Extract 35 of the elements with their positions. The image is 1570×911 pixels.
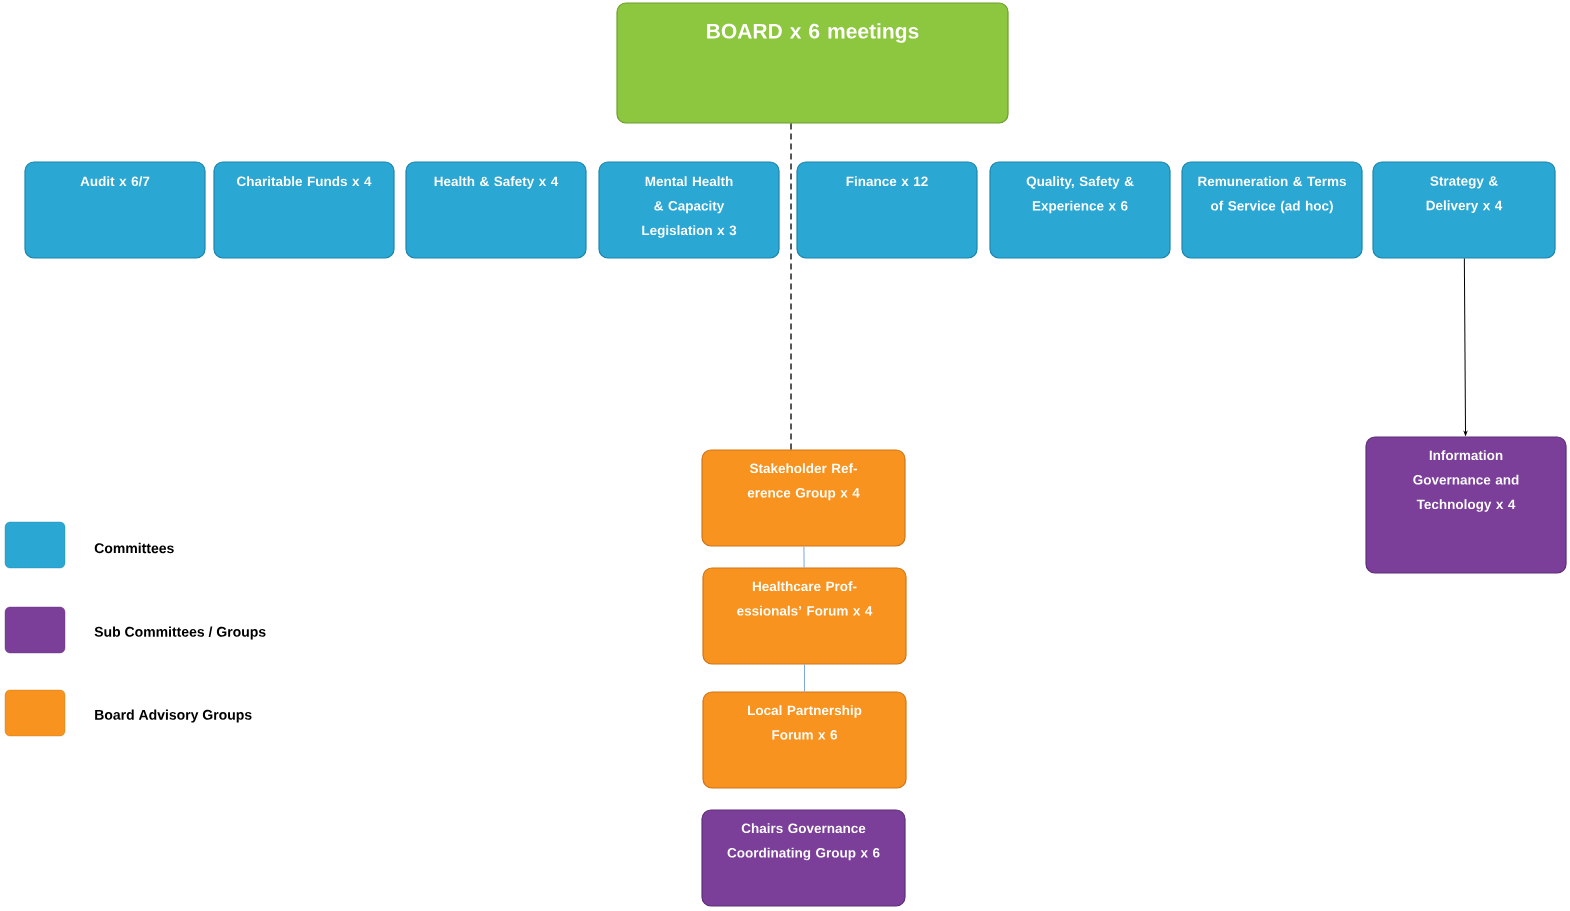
committee-box xyxy=(213,161,395,259)
node-label: Quality, Safety & Experience x 6 xyxy=(1026,176,1134,214)
node-label: Strategy & Delivery x 4 xyxy=(1426,176,1503,213)
board-box xyxy=(616,2,1009,124)
connector xyxy=(1463,258,1468,436)
committee-box xyxy=(1181,161,1363,259)
committee-box xyxy=(598,161,780,259)
connector xyxy=(804,664,805,692)
node-label: Audit x 6/7 xyxy=(80,176,150,187)
connector xyxy=(790,122,792,451)
node-label: Mental Health & Capacity Legislation x 3 xyxy=(642,176,737,238)
node-label: Healthcare Prof-essionals’ Forum x 4 xyxy=(737,581,873,616)
committee-box xyxy=(24,161,206,259)
advisory-group-box xyxy=(702,691,907,789)
connector xyxy=(803,546,805,568)
node-label: Information Governance and Technology x 4 xyxy=(1413,450,1519,512)
legend-label: Sub Committees / Groups xyxy=(94,626,266,640)
sub-committee-box xyxy=(701,809,906,907)
node-label: Health & Safety x 4 xyxy=(434,176,559,189)
legend-label: Board Advisory Groups xyxy=(95,709,252,723)
committee-box xyxy=(796,161,978,259)
node-label: Stakeholder Ref-erence Group x 4 xyxy=(747,463,860,501)
node-label: Local Partnership Forum x 6 xyxy=(748,705,862,740)
node-label: Finance x 12 xyxy=(846,176,928,187)
advisory-group-box xyxy=(702,567,907,665)
advisory-group-box xyxy=(701,449,906,547)
node-label: Charitable Funds x 4 xyxy=(237,176,372,187)
node-label: Chairs Governance Coordinating Group x 6 xyxy=(727,823,880,861)
committee-box xyxy=(989,161,1171,259)
committee-box xyxy=(405,161,587,259)
committee-box xyxy=(1372,161,1556,259)
node-label: BOARD x 6 meetings xyxy=(707,23,919,43)
node-label: Remuneration & Terms of Service (ad hoc) xyxy=(1198,176,1346,214)
legend-label: Committees xyxy=(94,542,174,554)
sub-committee-box xyxy=(1365,436,1567,574)
